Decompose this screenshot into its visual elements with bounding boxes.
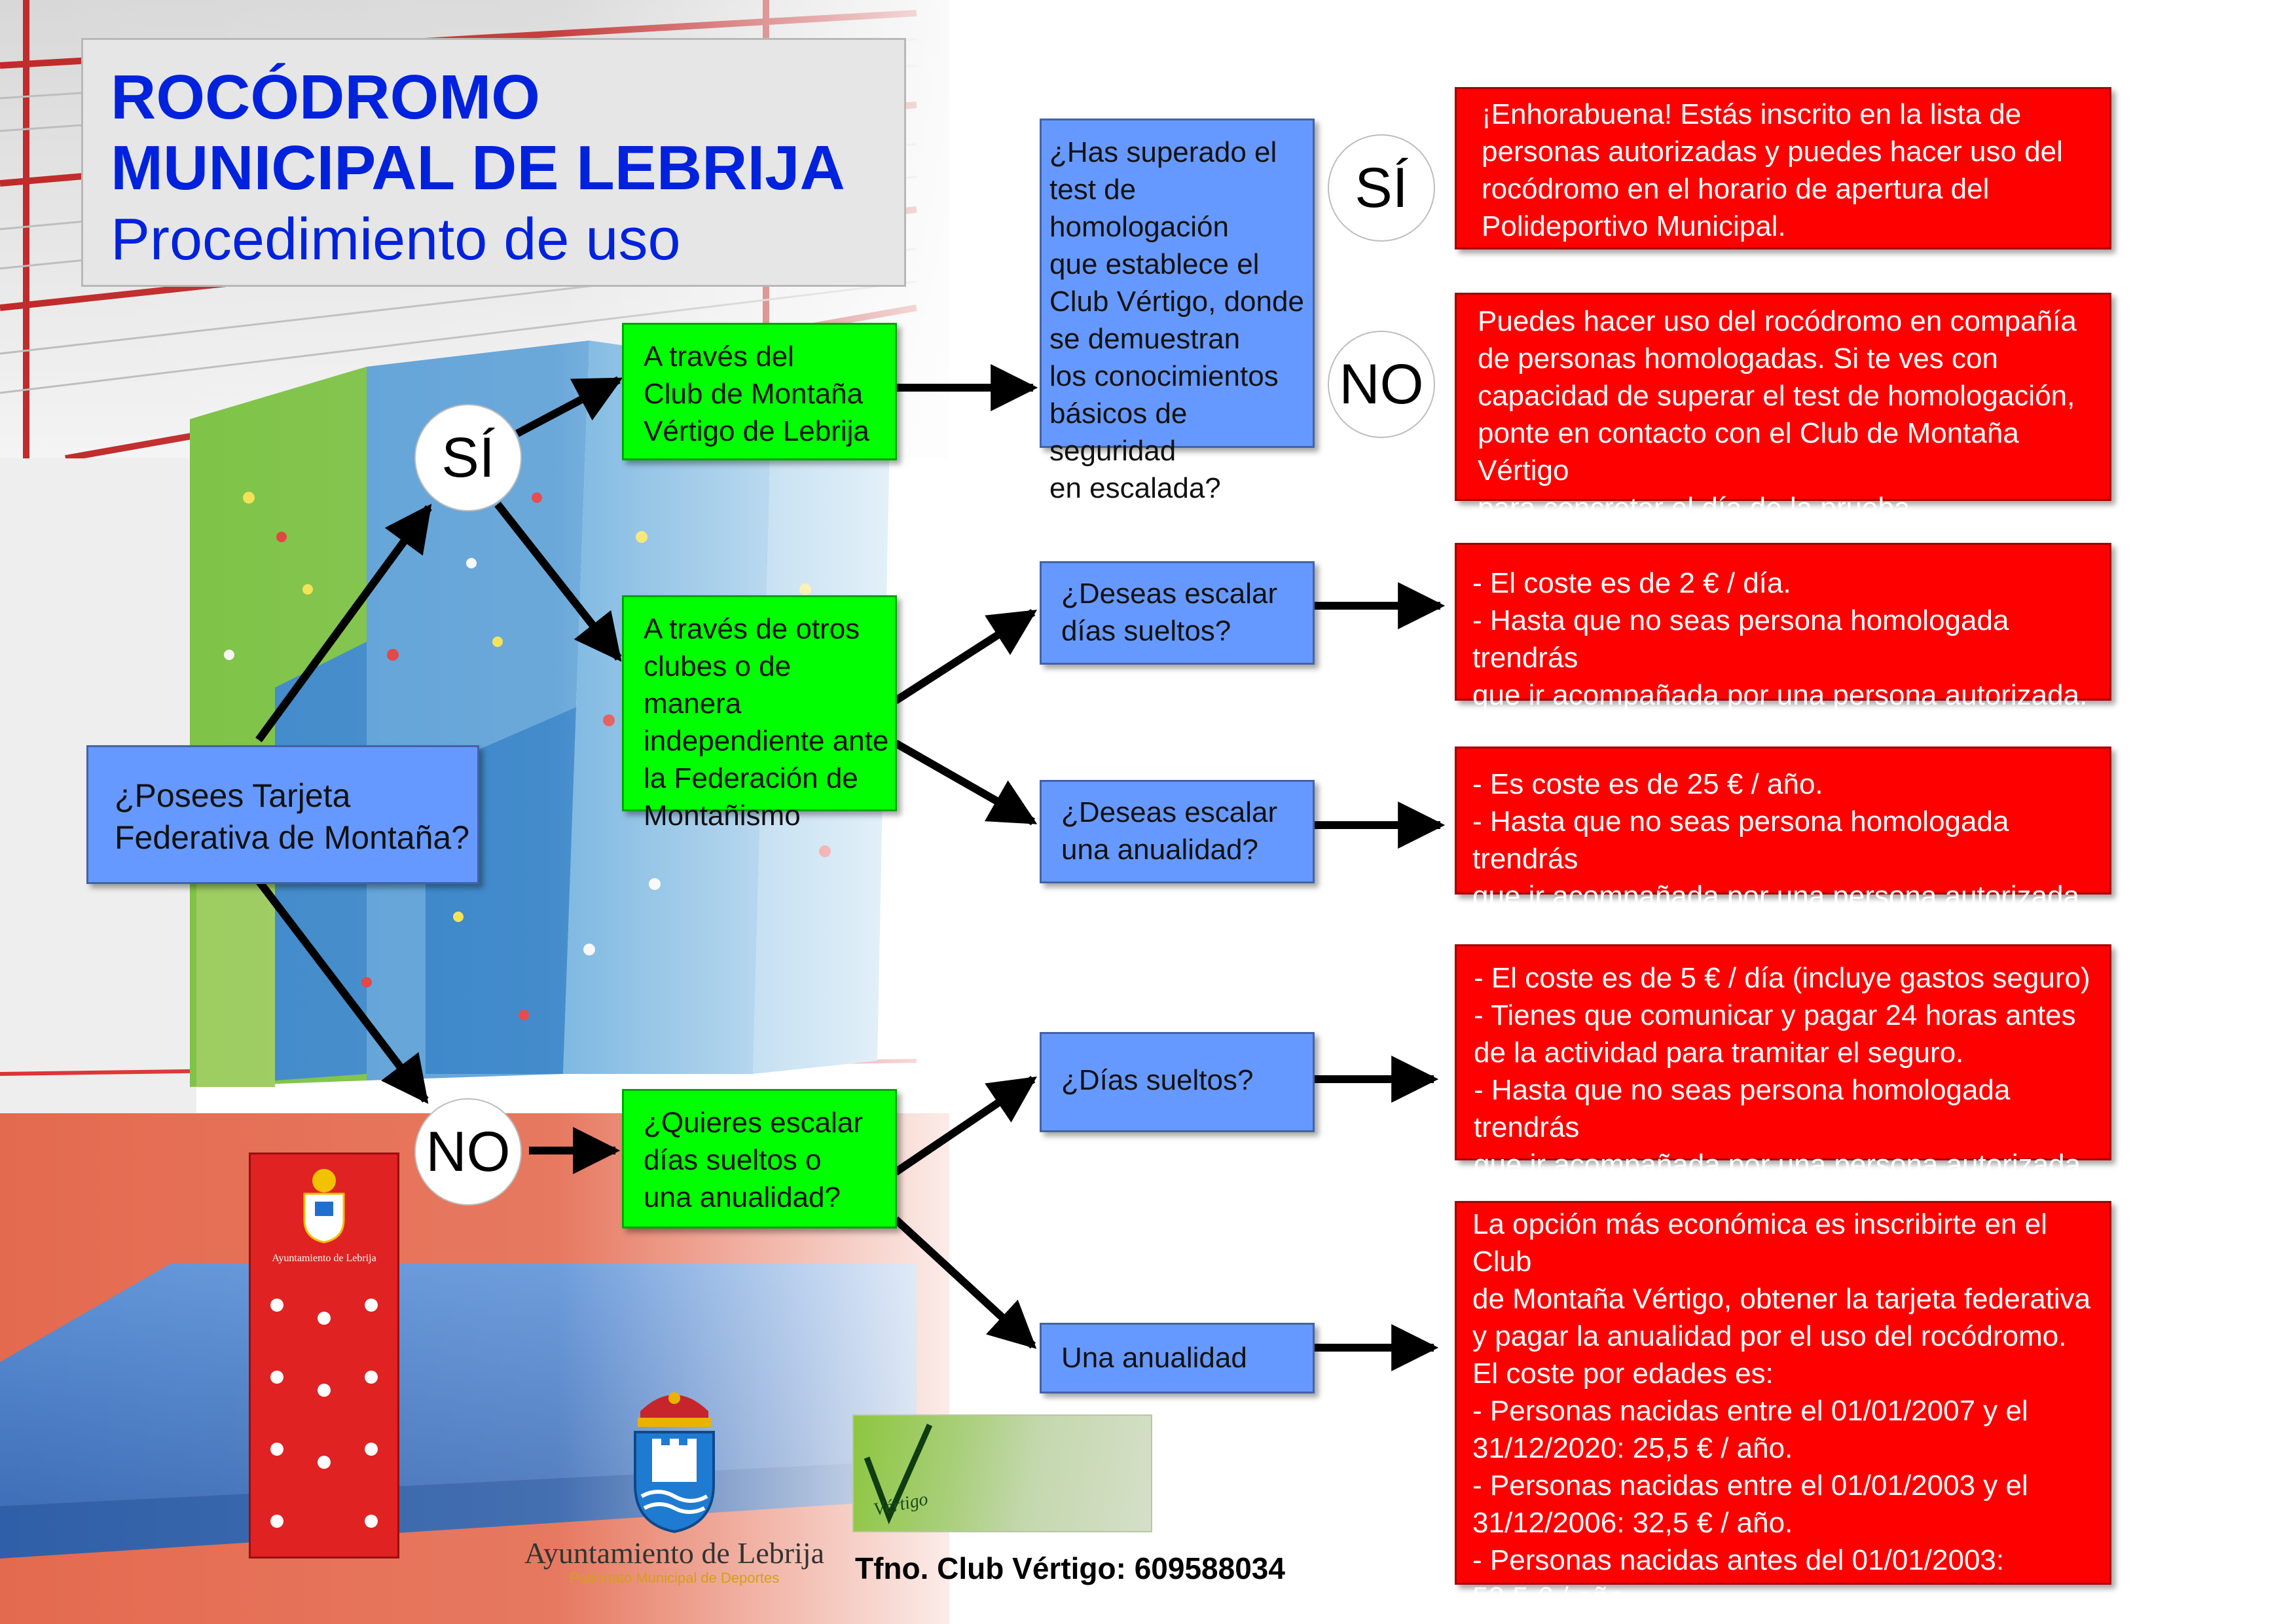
question-quieres-escalar: ¿Quieres escalar días sueltos o una anua… — [622, 1089, 897, 1228]
result-anual-no-federado: La opción más económica es inscribirte e… — [1455, 1201, 2111, 1614]
subtitle: Procedimiento de uso — [111, 207, 681, 272]
result-dia-federado: - El coste es de 2 € / día. - Hasta que … — [1455, 543, 2111, 711]
vertigo-logo-icon: Vértigo — [852, 1414, 1152, 1532]
question-una-anualidad: Una anualidad — [1040, 1323, 1315, 1393]
coat-of-arms-icon — [303, 1169, 345, 1244]
arrow-quieres-anual — [892, 1216, 1037, 1349]
result-dia-no-federado: - El coste es de 5 € / día (incluye gast… — [1455, 944, 2111, 1181]
question-tarjeta-federativa: ¿Posees Tarjeta Federativa de Montaña? — [86, 745, 479, 884]
answer-no-test: NO — [1328, 331, 1435, 438]
question-test-homologacion: ¿Has superado el test de homologación qu… — [1040, 119, 1315, 504]
title-line-2: MUNICIPAL DE LEBRIJA — [111, 133, 845, 203]
arrow-si-otros — [494, 502, 622, 662]
title-box: ROCÓDROMO MUNICIPAL DE LEBRIJA Procedimi… — [81, 38, 906, 287]
arrow-si-club — [515, 376, 623, 437]
banner-text: Ayuntamiento de Lebrija — [272, 1253, 376, 1264]
ayuntamiento-name: Ayuntamiento de Lebrija — [524, 1536, 825, 1570]
result-compania: Puedes hacer uso del rocódromo en compañ… — [1455, 293, 2111, 524]
phone-number: Tfno. Club Vértigo: 609588034 — [855, 1551, 1285, 1585]
arrow-otros-dias — [893, 608, 1038, 705]
question-anualidad-federado: ¿Deseas escalar una anualidad? — [1040, 780, 1315, 883]
result-anual-federado: - Es coste es de 25 € / año. - Hasta que… — [1455, 747, 2111, 912]
arrow-tarjeta-no — [255, 878, 429, 1104]
answer-si-test: SÍ — [1328, 134, 1435, 242]
arrow-otros-anual — [894, 739, 1038, 826]
path-club-vertigo: A través del Club de Montaña Vértigo de … — [622, 323, 897, 460]
title-line-1: ROCÓDROMO — [111, 62, 540, 132]
answer-si-tarjeta: SÍ — [414, 404, 522, 511]
banner-emblems — [270, 1299, 378, 1528]
roll-up-banner: Ayuntamiento de Lebrija — [249, 1153, 399, 1559]
question-dias-sueltos: ¿Días sueltos? — [1040, 1032, 1315, 1132]
arrow-quieres-dias — [893, 1076, 1037, 1175]
patronato-name: Patronato Municipal de Deportes — [569, 1570, 780, 1586]
vertigo-check-mark — [864, 1424, 933, 1524]
coat-of-arms-icon — [634, 1392, 715, 1534]
result-inscrito: ¡Enhorabuena! Estás inscrito en la lista… — [1455, 87, 2111, 249]
arrow-tarjeta-si — [255, 504, 432, 743]
answer-no-tarjeta: NO — [414, 1098, 522, 1206]
question-dias-sueltos-federado: ¿Deseas escalar días sueltos? — [1040, 561, 1315, 665]
path-otros-clubes: A través de otros clubes o de manera ind… — [622, 595, 897, 832]
